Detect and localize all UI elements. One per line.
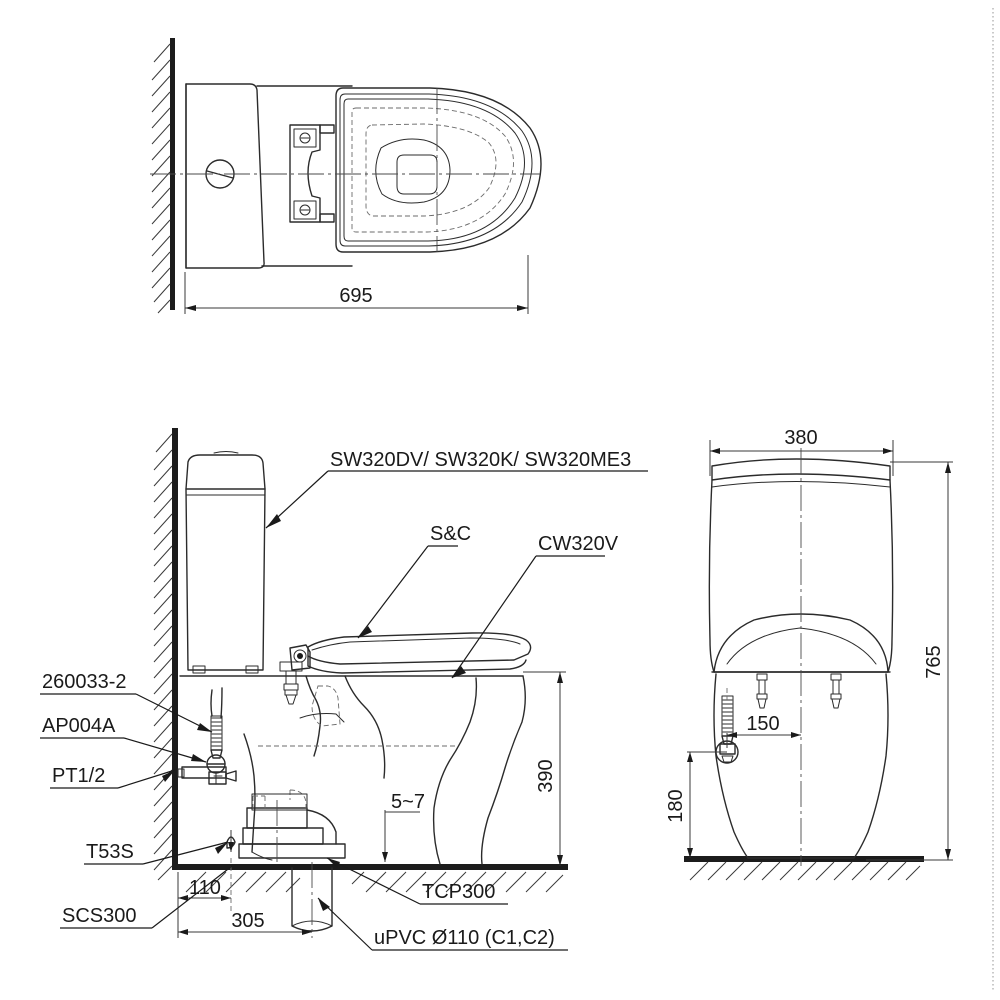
callout-bowl-model-text: CW320V <box>538 533 619 555</box>
callout-drain-pipe: uPVC Ø110 (C1,C2) <box>317 897 568 951</box>
section-pan-connector <box>238 789 346 862</box>
hose-corrugation <box>211 717 222 747</box>
section-floor-hatching <box>185 871 564 893</box>
section-seat-hinge <box>279 644 311 705</box>
dimension-overall-length-value: 695 <box>339 285 372 307</box>
section-floor <box>178 864 568 893</box>
callout-tank-models: SW320DV/ SW320K/ SW320ME3 <box>265 449 648 529</box>
callout-floor-flange: T53S <box>84 841 229 865</box>
top-view-wall-hatching <box>151 43 171 314</box>
callout-bowl-model: CW320V <box>451 533 619 679</box>
dimension-valve-height: 180 <box>665 751 727 858</box>
section-angle-valve <box>177 754 237 785</box>
callout-tank-models-text: SW320DV/ SW320K/ SW320ME3 <box>330 449 631 471</box>
dimension-overall-width-value: 380 <box>784 427 817 449</box>
section-cap-marker <box>226 830 236 852</box>
section-wall-hatching <box>153 433 173 881</box>
callout-angle-valve: AP004A <box>40 715 207 763</box>
dimension-seat-height-value: 390 <box>535 759 557 792</box>
front-view-floor-hatching <box>689 861 921 881</box>
callout-seat-cover: S&C <box>357 523 471 639</box>
dimension-valve-offset-horizontal-value: 150 <box>746 713 779 735</box>
front-view-floor <box>684 856 924 881</box>
callout-seat-cover-text: S&C <box>430 523 471 545</box>
callout-drain-pipe-text: uPVC Ø110 (C1,C2) <box>374 927 555 949</box>
top-view: 695 <box>150 38 542 314</box>
dimension-valve-height-value: 180 <box>665 789 687 822</box>
top-view-bowl-and-seat <box>335 87 542 253</box>
callout-hose: 260033-2 <box>40 671 213 733</box>
callout-thread-spec-text: PT1/2 <box>52 765 105 787</box>
callout-pan-connector-text: TCP300 <box>422 881 495 903</box>
front-view: 380 765 150 180 <box>665 427 953 881</box>
top-view-seat-hinge <box>289 124 335 223</box>
callout-thread-spec: PT1/2 <box>50 765 176 789</box>
dimension-overall-height-value: 765 <box>923 645 945 678</box>
dimension-overall-length: 695 <box>184 255 529 314</box>
dimension-rough-in-value: 305 <box>231 910 264 932</box>
dimension-valve-offset-horizontal: 150 <box>726 713 801 748</box>
dimension-seat-height: 390 <box>523 671 566 866</box>
callout-hose-text: 260033-2 <box>42 671 127 693</box>
section-seat-and-cover <box>279 632 532 705</box>
side-section-view: 390 110 305 5~7 <box>40 428 648 951</box>
callout-caps-text: SCS300 <box>62 905 137 927</box>
dimension-overall-width: 380 <box>709 427 894 476</box>
front-hose-corrugation <box>722 699 733 733</box>
callout-angle-valve-text: AP004A <box>42 715 116 737</box>
dimension-floor-gap-value: 5~7 <box>391 791 425 813</box>
section-bowl <box>179 675 526 865</box>
section-tank <box>185 451 266 674</box>
callout-floor-flange-text: T53S <box>86 841 134 863</box>
front-view-seat-bolts <box>756 673 842 709</box>
callout-caps: SCS300 <box>60 865 233 929</box>
section-wall <box>153 428 178 881</box>
dimension-overall-height: 765 <box>866 461 953 861</box>
dimension-floor-gap: 5~7 <box>382 791 425 862</box>
dimension-rough-in: 305 <box>177 862 313 938</box>
callout-pan-connector: TCP300 <box>326 857 508 905</box>
